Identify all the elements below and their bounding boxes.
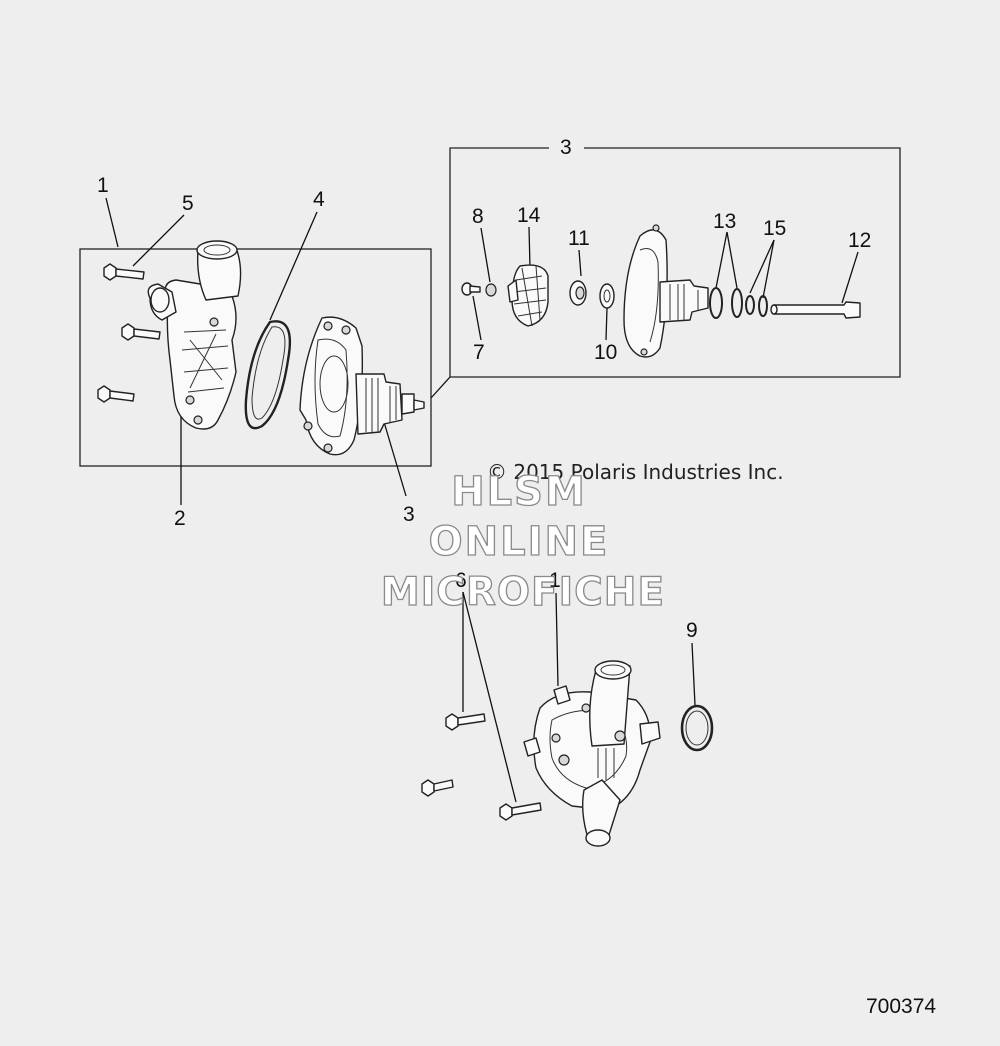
watermark-line-2: ONLINE	[429, 519, 610, 565]
water-pump-housing-detail	[623, 224, 709, 358]
bolt-part	[121, 323, 161, 341]
assembly-box-right	[449, 147, 901, 378]
bolt-part	[103, 263, 145, 281]
bolt-part	[445, 713, 486, 731]
washer-part	[485, 283, 497, 297]
water-pump-housing-part	[299, 316, 425, 456]
shaft-part	[770, 301, 861, 319]
assembly-box-left	[79, 248, 432, 467]
callout-2: 2	[174, 507, 186, 530]
o-ring-part	[244, 320, 292, 430]
o-ring-small-part	[731, 288, 743, 318]
callout-1-top: 1	[97, 174, 109, 197]
water-pump-assembly-part	[523, 660, 661, 847]
callout-3-mid: 3	[403, 503, 415, 526]
callout-8: 8	[472, 205, 484, 228]
screw-part	[461, 282, 481, 296]
callout-13: 13	[713, 210, 736, 233]
seal-ring-part	[599, 283, 615, 309]
copyright-notice: © 2015 Polaris Industries Inc.	[487, 460, 784, 484]
seal-part	[569, 280, 587, 306]
figure-id: 700374	[866, 995, 936, 1018]
callout-1-bottom: 1	[549, 569, 561, 592]
bolt-part	[499, 802, 542, 821]
bolt-part	[421, 779, 454, 797]
callout-5: 5	[182, 192, 194, 215]
thrust-washer-part	[745, 295, 755, 315]
watermark-line-1: HLSM	[451, 469, 587, 515]
callout-7: 7	[473, 341, 485, 364]
o-ring-part	[680, 704, 714, 752]
callout-9: 9	[686, 619, 698, 642]
callout-15: 15	[763, 217, 786, 240]
thrust-washer-part	[758, 295, 768, 317]
o-ring-inner-edge	[251, 326, 286, 420]
callout-12: 12	[848, 229, 871, 252]
leader-lines	[105, 197, 859, 803]
watermark-line-3: MICROFICHE	[381, 570, 665, 615]
callout-3-box: 3	[560, 136, 572, 159]
o-ring-small-part	[709, 287, 723, 319]
callout-10: 10	[594, 341, 617, 364]
callout-6: 6	[455, 569, 467, 592]
callout-11: 11	[568, 227, 590, 250]
bolt-part	[97, 385, 135, 403]
impeller-part	[507, 264, 549, 327]
o-ring-inner-edge	[685, 710, 709, 746]
watermark: HLSM ONLINE MICROFICHE	[380, 468, 665, 615]
pump-cover-part	[147, 240, 242, 430]
callout-14: 14	[517, 204, 541, 227]
callout-4: 4	[313, 188, 325, 211]
